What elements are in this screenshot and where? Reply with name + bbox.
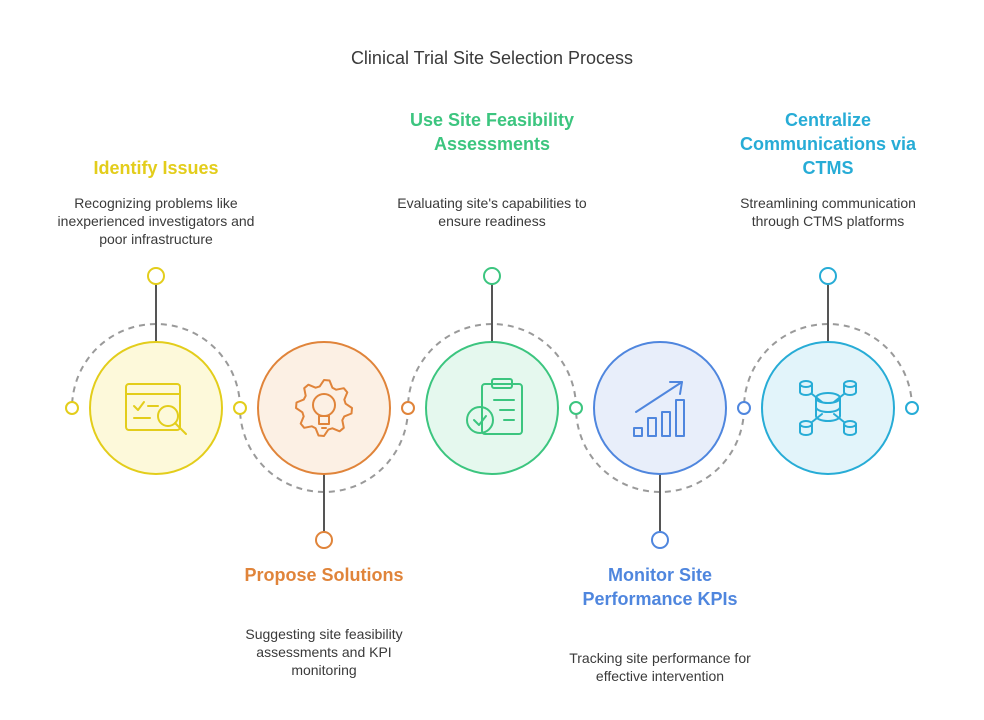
database-network-icon — [799, 380, 857, 436]
dashed-connector-layer — [71, 323, 913, 493]
gear-lightbulb-icon — [295, 379, 353, 437]
junction-dot — [569, 401, 583, 415]
step-heading: Centralize Communications via CTMS — [739, 110, 917, 178]
step-anchor-dot — [483, 267, 501, 285]
step-anchor-dot — [147, 267, 165, 285]
step-anchor-dot — [819, 267, 837, 285]
step-anchor-dot — [315, 531, 333, 549]
step-description: Streamlining communication through CTMS … — [740, 195, 916, 229]
step-node-circle — [425, 341, 559, 475]
dashed-arc-connector — [743, 323, 913, 409]
clipboard-check-icon — [466, 378, 523, 435]
step-node-circle — [593, 341, 727, 475]
step-description: Recognizing problems like inexperienced … — [57, 195, 255, 247]
page-title: Clinical Trial Site Selection Process — [350, 48, 634, 68]
step-node-circle — [257, 341, 391, 475]
step-anchor-dot — [651, 531, 669, 549]
dashed-arc-connector — [239, 407, 409, 493]
growth-chart-icon — [633, 381, 685, 437]
dashed-arc-connector — [407, 323, 577, 409]
search-document-icon — [125, 383, 187, 435]
step-heading: Identify Issues — [93, 158, 219, 178]
junction-dot — [737, 401, 751, 415]
dashed-arc-connector — [575, 407, 745, 493]
step-description: Tracking site performance for effective … — [569, 650, 751, 684]
step-node-circle — [89, 341, 223, 475]
step-node-circle — [761, 341, 895, 475]
step-node-layer — [65, 267, 919, 549]
step-heading: Propose Solutions — [244, 565, 404, 585]
junction-dot — [65, 401, 79, 415]
junction-dot — [905, 401, 919, 415]
step-description: Evaluating site's capabilities to ensure… — [397, 195, 587, 229]
step-heading: Use Site Feasibility Assessments — [409, 110, 575, 154]
step-description: Suggesting site feasibility assessments … — [245, 626, 403, 678]
junction-dot — [233, 401, 247, 415]
step-heading: Monitor Site Performance KPIs — [582, 565, 738, 609]
dashed-arc-connector — [71, 323, 241, 409]
junction-dot — [401, 401, 415, 415]
